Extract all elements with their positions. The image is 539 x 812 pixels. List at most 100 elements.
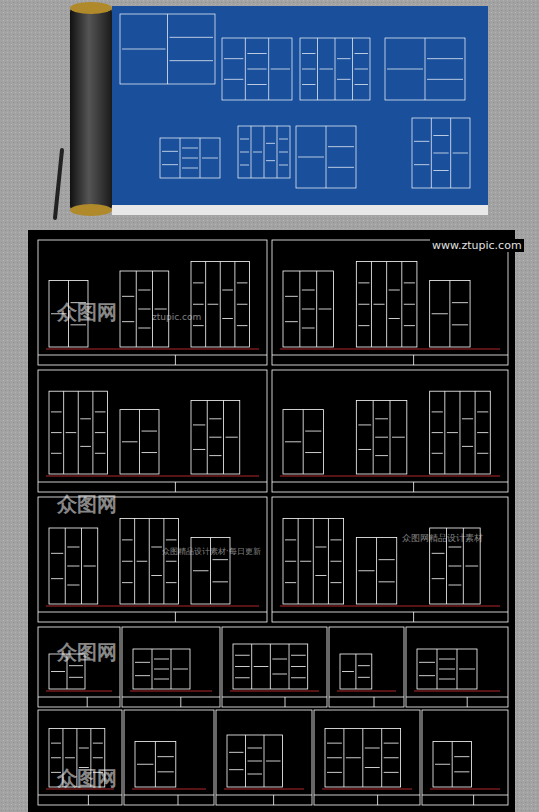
cad-line [200, 138, 201, 178]
cad-line [355, 69, 369, 70]
cad-line [404, 282, 415, 283]
cad-line [432, 453, 443, 454]
cad-line [253, 152, 262, 153]
cad-line [49, 528, 98, 604]
cad-line [213, 559, 229, 560]
cad-line [264, 735, 265, 787]
cad-line [477, 453, 488, 454]
cad-line [300, 38, 370, 100]
title-block [38, 482, 267, 483]
title-block [38, 697, 120, 698]
cad-line [302, 53, 316, 54]
cad-line [362, 729, 363, 788]
cad-line [136, 271, 137, 347]
drawing-sheet [216, 710, 312, 805]
cad-line [163, 519, 164, 605]
cad-line [240, 152, 249, 153]
cad-line [356, 262, 417, 348]
cad-line [271, 69, 290, 70]
watermark: 众图网 [55, 640, 119, 664]
cad-line [66, 432, 77, 433]
drawing-sheet [38, 240, 267, 365]
cad-line [266, 761, 281, 762]
cad-line [139, 410, 140, 474]
dimension-line [430, 789, 500, 790]
title-block [329, 697, 404, 698]
cad-line [151, 547, 162, 548]
cad-line [449, 547, 462, 548]
cad-line [80, 446, 91, 447]
cad-line [298, 519, 299, 605]
cad-line [84, 566, 96, 567]
cad-line [381, 729, 382, 788]
title-block [377, 795, 378, 805]
cad-line [285, 321, 298, 322]
cad-line [319, 309, 332, 310]
cad-line [122, 296, 134, 297]
cad-line [356, 538, 396, 605]
title-block [38, 612, 267, 613]
cad-line [352, 38, 353, 100]
cad-line [340, 654, 372, 689]
cad-line [462, 446, 473, 447]
cad-line [289, 644, 290, 689]
watermark: 众图精品设计素材·每日更新 [160, 547, 263, 557]
title-block [38, 795, 122, 796]
cad-line [450, 118, 451, 188]
cad-line [433, 170, 448, 171]
cad-line [155, 309, 167, 310]
cad-line [233, 644, 308, 689]
dimension-line [280, 349, 500, 350]
cad-line [251, 126, 252, 178]
cad-line [270, 644, 271, 689]
cad-line [49, 391, 108, 474]
cad-line [79, 748, 89, 749]
cad-line [330, 561, 341, 562]
cad-line [51, 743, 61, 744]
cad-line [389, 290, 400, 291]
cad-line [224, 79, 243, 80]
cad-line [122, 321, 134, 322]
drawing-sheet [272, 240, 508, 365]
cad-line [248, 748, 263, 749]
cad-line [170, 60, 214, 61]
cad-line [379, 559, 395, 560]
drawing-sheet [38, 627, 120, 707]
cad-line [277, 126, 278, 178]
cad-line [373, 400, 374, 474]
cad-line [264, 126, 265, 178]
cad-line [298, 157, 324, 158]
cad-line [279, 139, 288, 140]
title-block [413, 355, 414, 365]
cad-line [449, 585, 462, 586]
cad-line [182, 168, 198, 169]
cad-line [120, 519, 179, 605]
cad-line [439, 679, 455, 680]
cad-line [384, 772, 399, 773]
cad-line [330, 539, 341, 540]
cad-line [392, 437, 405, 438]
cad-line [135, 675, 150, 676]
cad-line [237, 304, 248, 305]
cad-line [93, 743, 103, 744]
cad-line [81, 528, 82, 604]
roll-cap [70, 204, 112, 216]
cad-line [356, 400, 407, 474]
drawing-sheet [272, 497, 508, 622]
cad-line [207, 400, 208, 474]
cad-line [291, 666, 306, 667]
cad-line [80, 418, 91, 419]
drawing-sheet [38, 370, 267, 492]
cad-line [291, 655, 306, 656]
dimension-line [280, 606, 500, 607]
cad-line [358, 282, 369, 283]
cad-line [182, 158, 198, 159]
cad-line [209, 437, 221, 438]
cad-line [149, 519, 150, 605]
cad-line [355, 654, 356, 689]
cad-line [247, 69, 266, 70]
cad-line [67, 566, 79, 567]
cad-line [417, 649, 477, 689]
cad-line [337, 79, 351, 80]
cad-line [209, 455, 221, 456]
